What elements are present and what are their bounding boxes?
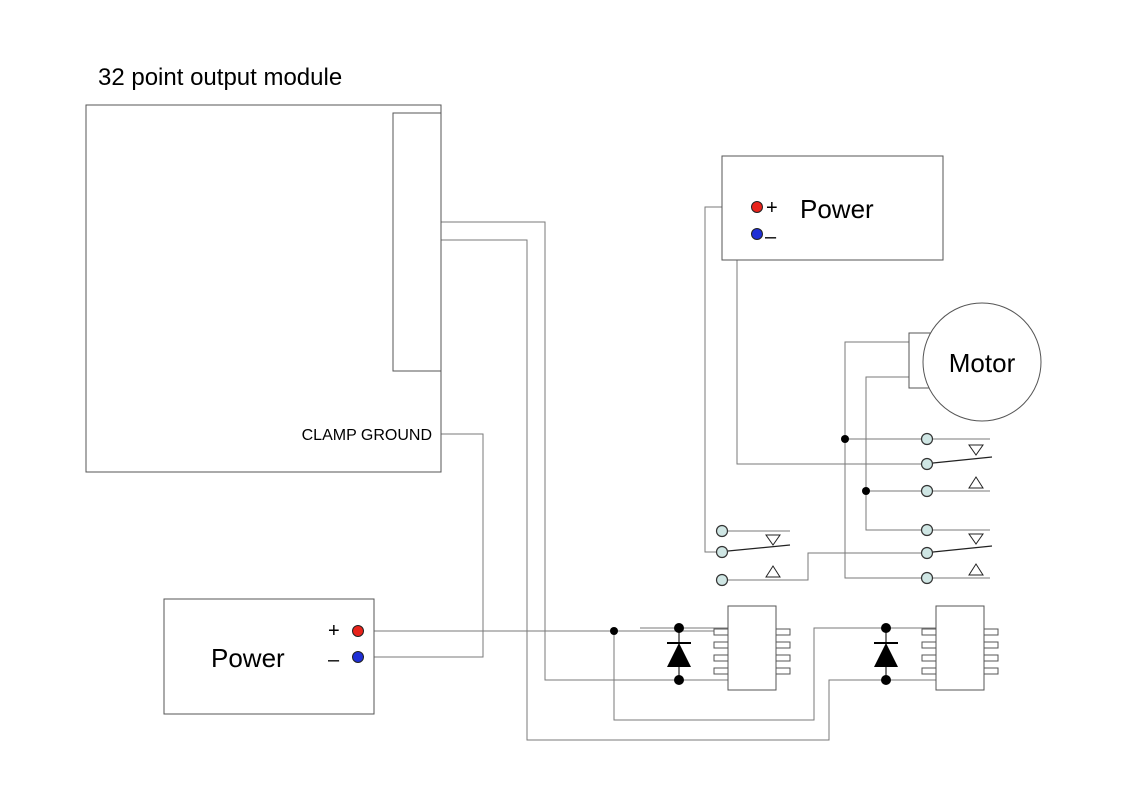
relay-pin <box>713 628 729 636</box>
wire-left-no-to-relayB <box>722 552 927 581</box>
contact-terminal-no <box>920 484 934 498</box>
module-title: 32 point output module <box>98 64 342 91</box>
output-connector <box>392 112 442 372</box>
wire-motor-2 <box>865 376 927 531</box>
relay-pin <box>983 628 999 636</box>
relay-pin <box>775 667 791 675</box>
power-bottom-minus-sign: – <box>328 649 340 671</box>
junction-dot <box>862 487 870 495</box>
power-top-minus-sign: – <box>765 226 777 248</box>
wire-clamp-ground <box>358 433 484 658</box>
contact-nc-triangle-icon <box>968 533 984 545</box>
contact-nc-triangle-icon <box>765 534 781 546</box>
power-bottom-label: Power <box>211 643 285 673</box>
contact-nc-triangle-icon <box>968 444 984 456</box>
contact-terminal-no <box>715 573 729 587</box>
power-supply-bottom: + – Power <box>163 598 375 715</box>
diode-icon <box>874 643 898 667</box>
junction-dot <box>881 623 891 633</box>
power-bottom-plus-sign: + <box>328 620 340 642</box>
relay-pin <box>921 641 937 649</box>
wire-contact-right <box>927 438 990 579</box>
relay-coil-2 <box>921 605 999 691</box>
contact-no-triangle-icon <box>968 476 984 489</box>
power-top-plus-terminal <box>751 201 763 213</box>
relay-pin <box>921 628 937 636</box>
relay-coil-body <box>727 605 777 691</box>
relay-pin <box>713 667 729 675</box>
relay-pin <box>775 641 791 649</box>
relay-pin <box>775 654 791 662</box>
contact-terminal-nc <box>920 523 934 537</box>
contact-arm <box>932 545 993 553</box>
power-bottom-box <box>163 598 375 715</box>
motor-body <box>922 302 1042 422</box>
junctions <box>610 435 891 685</box>
contact-terminal-nc <box>715 524 729 538</box>
power-supply-top: + – Power <box>721 155 944 261</box>
wire-contact-left <box>722 530 790 581</box>
wire-top-power-minus <box>736 233 927 465</box>
wire-module-to-relay1 <box>441 221 728 681</box>
diode-2 <box>874 628 898 680</box>
relay-pin <box>713 654 729 662</box>
wire-motor-1 <box>844 341 927 579</box>
contact-terminal-common <box>920 546 934 560</box>
contact-terminal-nc <box>920 432 934 446</box>
junction-dot <box>841 435 849 443</box>
output-module: 32 point output module CLAMP GROUND <box>85 64 442 473</box>
relay-pin <box>921 654 937 662</box>
relay-pin <box>983 654 999 662</box>
relay-pin <box>983 641 999 649</box>
contact-terminal-common <box>920 457 934 471</box>
contact-no-triangle-icon <box>968 563 984 576</box>
power-bottom-minus-terminal <box>352 651 364 663</box>
relay-contact-right-b <box>920 523 993 585</box>
output-module-body <box>85 104 442 473</box>
junction-dot <box>881 675 891 685</box>
power-top-minus-terminal <box>751 228 763 240</box>
relay-contact-left <box>715 524 791 587</box>
relay-pin <box>921 667 937 675</box>
relay-pin <box>775 628 791 636</box>
motor-label: Motor <box>949 348 1016 378</box>
diode-icon <box>667 643 691 667</box>
clamp-ground-label: CLAMP GROUND <box>302 427 432 444</box>
junction-dot <box>674 675 684 685</box>
contact-terminal-common <box>715 545 729 559</box>
contact-arm <box>932 456 993 464</box>
diode-1 <box>667 628 691 680</box>
contact-terminal-no <box>920 571 934 585</box>
motor: Motor <box>908 302 1042 422</box>
relay-pin <box>983 667 999 675</box>
power-top-label: Power <box>800 194 874 224</box>
contact-no-triangle-icon <box>765 565 781 578</box>
relay-coil-1 <box>713 605 791 691</box>
junction-dot <box>674 623 684 633</box>
relay-pin <box>713 641 729 649</box>
power-bottom-plus-terminal <box>352 625 364 637</box>
power-top-plus-sign: + <box>766 197 778 219</box>
contact-arm <box>727 544 791 552</box>
wire-module-to-relay2 <box>441 239 936 741</box>
relay-contact-right-a <box>920 432 993 498</box>
junction-dot <box>610 627 618 635</box>
relay-coil-body <box>935 605 985 691</box>
